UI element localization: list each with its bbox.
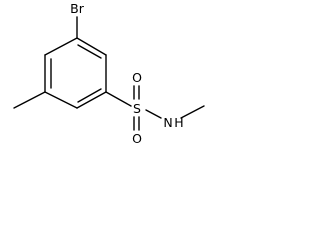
atom-label-oxygen-bottom: O bbox=[132, 131, 142, 146]
bond-ring-sulfur bbox=[105, 91, 132, 107]
atom-label-bromine: Br bbox=[70, 1, 85, 16]
bond-ring-methyl bbox=[13, 91, 46, 109]
ring-bond-c4-c5 bbox=[44, 91, 78, 109]
ring-bond-c3-c4 bbox=[76, 91, 107, 109]
atom-label-hydrogen: H bbox=[174, 115, 183, 130]
ring-double-bond-c3-c4 bbox=[77, 88, 102, 103]
atom-label-oxygen-top: O bbox=[132, 70, 142, 85]
ring-bond-c1-c2 bbox=[76, 37, 107, 56]
ring-bond-c6-c1 bbox=[44, 37, 78, 56]
bond-nitrogen-methyl bbox=[180, 105, 205, 119]
benzene-ring bbox=[44, 37, 107, 109]
bond-sulfur-nitrogen bbox=[145, 109, 162, 119]
ring-double-bond-c1-c2 bbox=[77, 44, 102, 59]
chemical-structure-diagram: Br S O O N H bbox=[13, 1, 205, 146]
atom-label-nitrogen: N bbox=[163, 115, 172, 130]
atom-label-sulfur: S bbox=[133, 101, 141, 116]
